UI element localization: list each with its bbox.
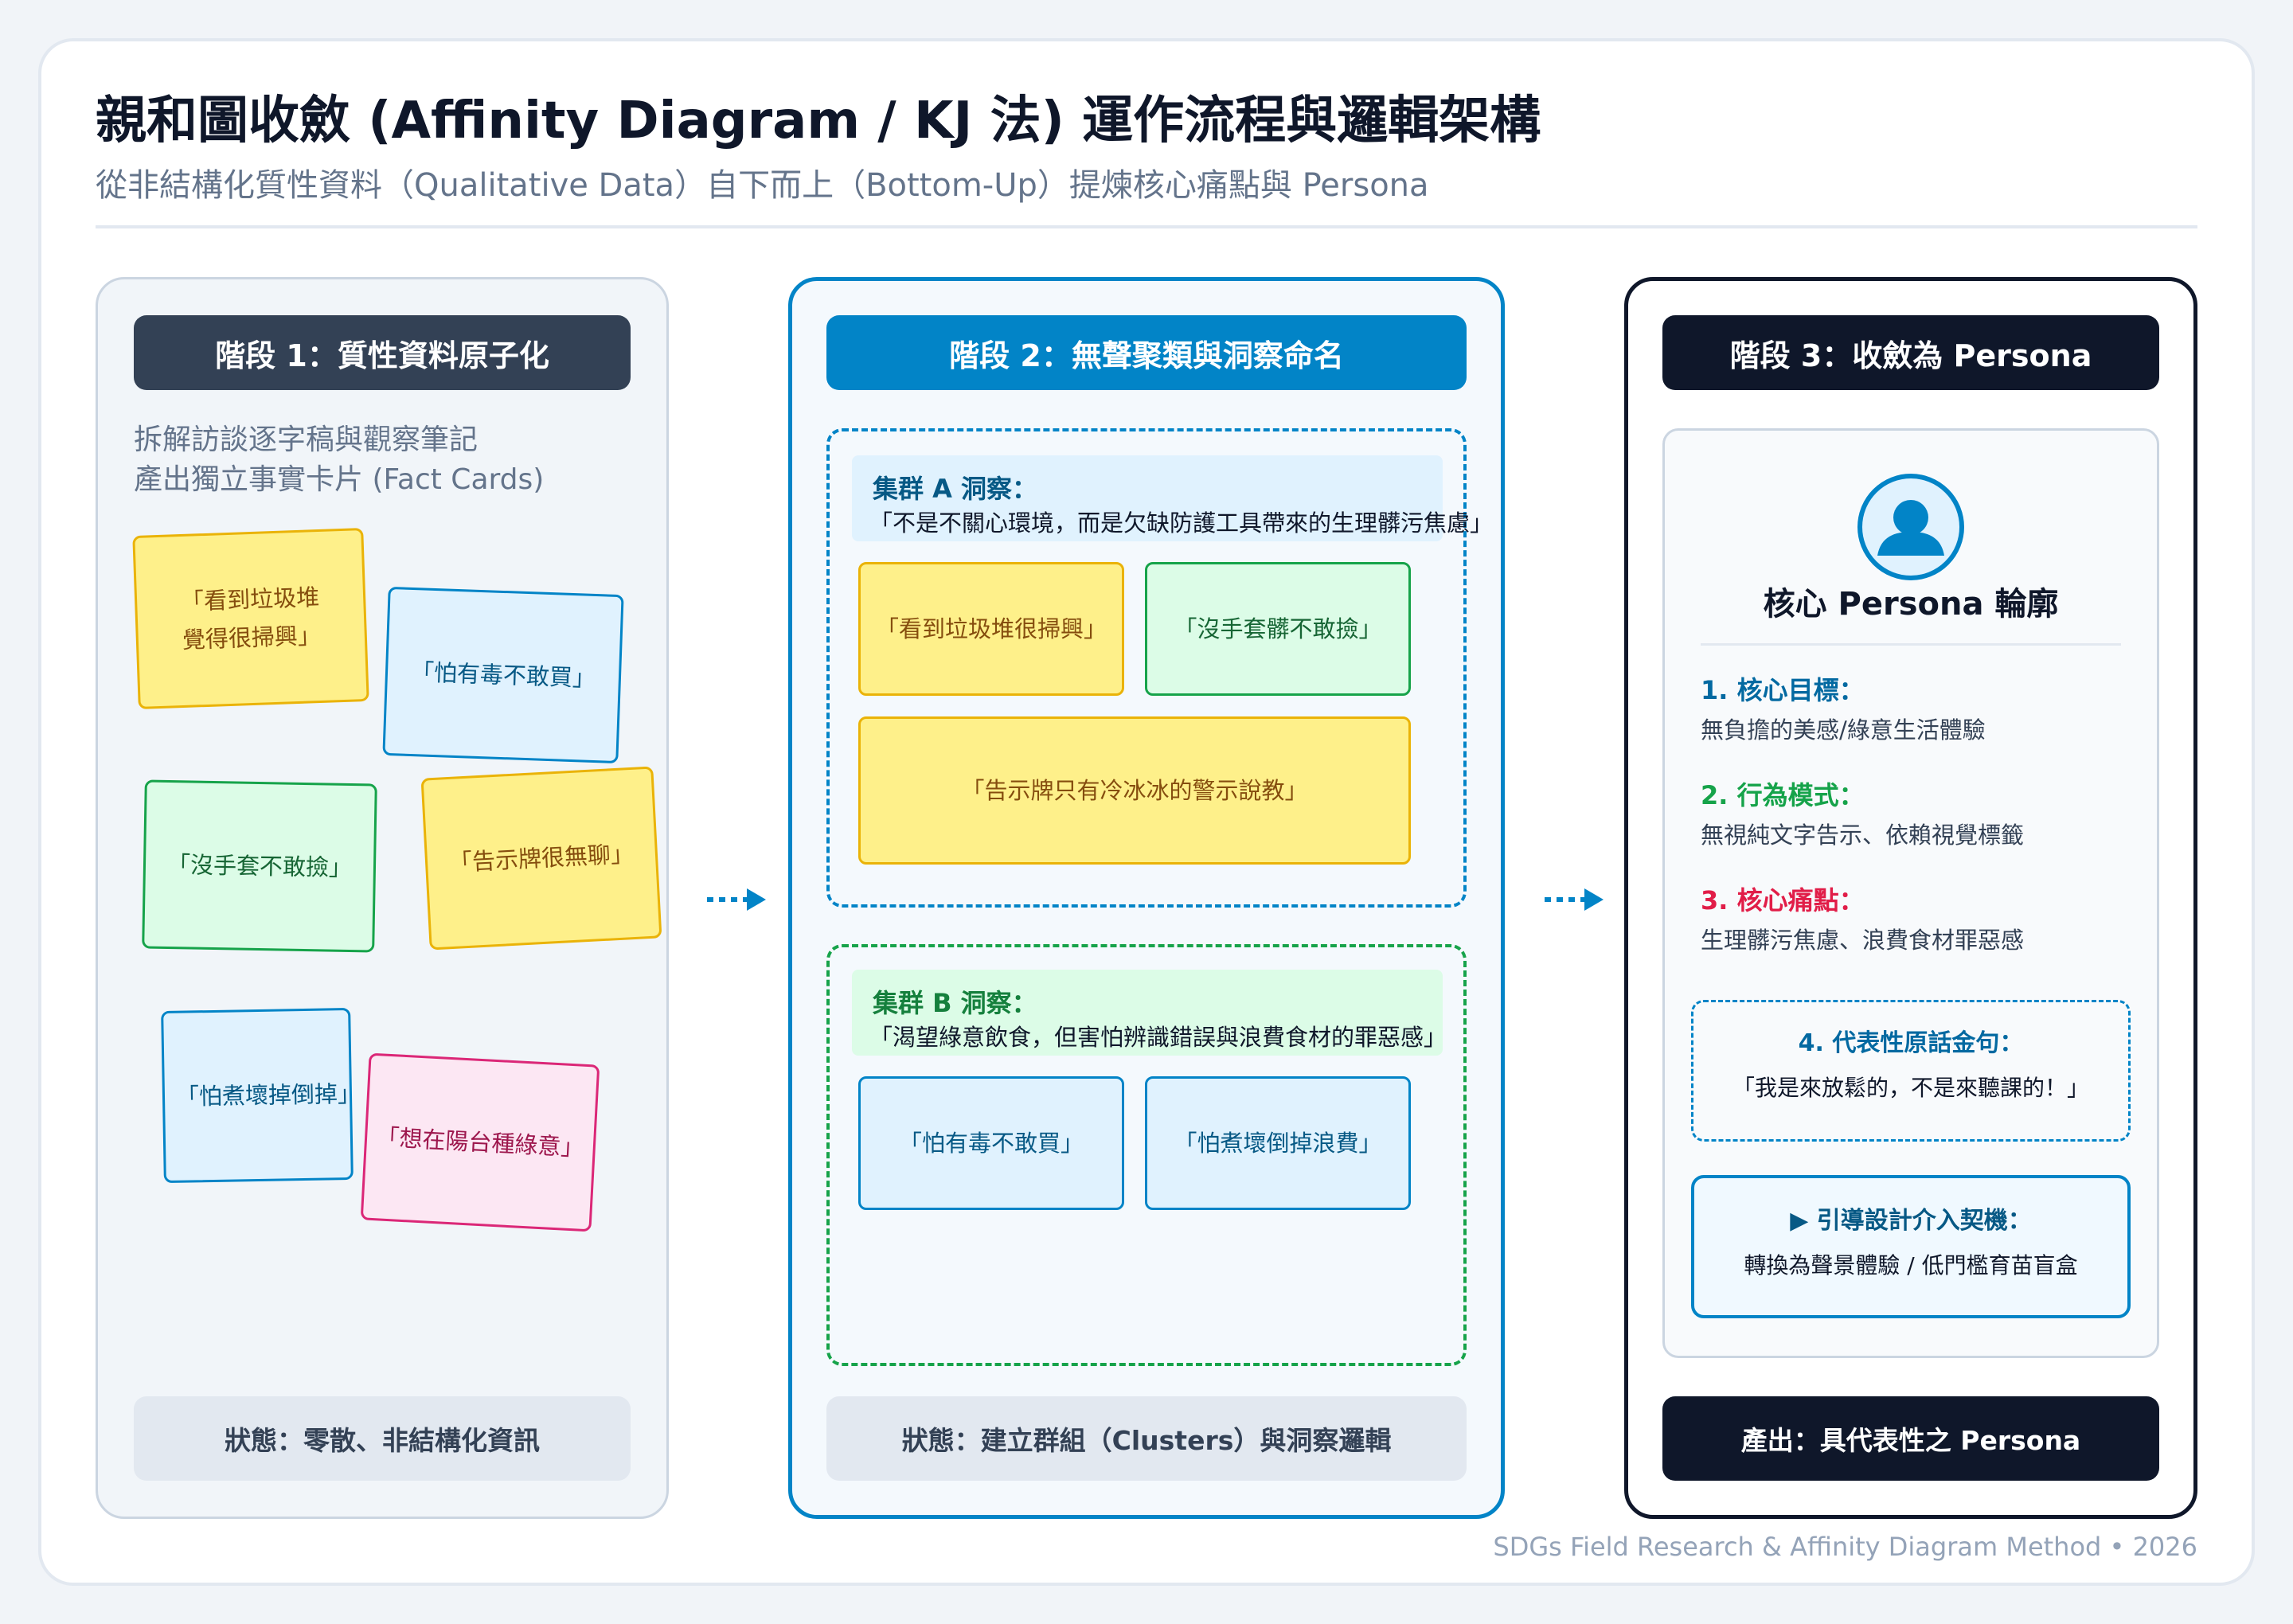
user-icon: [1857, 474, 1964, 580]
stage1-desc-line1: 拆解訪談逐字稿與觀察筆記: [134, 424, 479, 456]
cluster-a-quote: 「不是不關心環境，而是欠缺防護工具帶來的生理髒污焦慮」: [869, 509, 1494, 537]
arrow-right-icon: [1545, 888, 1604, 911]
stage1-header: 階段 1：質性資料原子化: [134, 315, 631, 390]
credit-line: SDGs Field Research & Affinity Diagram M…: [1493, 1532, 2197, 1562]
fact-card: 「沒手套不敢撿」: [142, 779, 377, 953]
stage1-description: 拆解訪談逐字稿與觀察筆記 產出獨立事實卡片 (Fact Cards): [134, 420, 544, 500]
stage3-header: 階段 3：收斂為 Persona: [1662, 315, 2159, 390]
arrow-right-icon: [707, 888, 766, 911]
fact-card: 「告示牌很無聊」: [420, 766, 662, 951]
goal-title: 1. 核心目標：: [1701, 675, 1865, 705]
representative-quote-box: 4. 代表性原話金句： 「我是來放鬆的，不是來聽課的！」: [1691, 1000, 2131, 1142]
cluster-b-quote: 「渴望綠意飲食，但害怕辨識錯誤與浪費食材的罪惡感」: [869, 1024, 1447, 1051]
title-divider: [96, 225, 2197, 228]
opportunity-title: ▶ 引導設計介入契機：: [1790, 1207, 2032, 1235]
quote-value: 「我是來放鬆的，不是來聽課的！」: [1732, 1075, 2089, 1101]
fact-card: 「看到垃圾堆 覺得很掃興」: [132, 528, 369, 709]
fact-card-line: 「看到垃圾堆: [180, 583, 320, 616]
pain-title: 3. 核心痛點：: [1701, 885, 1865, 915]
cluster-b-name: 集群 B 洞察：: [873, 988, 1037, 1018]
fact-card: 「怕煮壞掉倒掉」: [161, 1007, 361, 1184]
stage1-desc-line2: 產出獨立事實卡片 (Fact Cards): [134, 463, 545, 496]
design-opportunity-box: ▶ 引導設計介入契機： 轉換為聲景體驗 / 低門檻育苗盲盒: [1691, 1175, 2131, 1318]
goal-value: 無負擔的美感/綠意生活體驗: [1701, 716, 1986, 744]
stage2-header: 階段 2：無聲聚類與洞察命名: [826, 315, 1467, 390]
stage3-output: 產出：具代表性之 Persona: [1662, 1396, 2159, 1481]
opportunity-value: 轉換為聲景體驗 / 低門檻育苗盲盒: [1744, 1252, 2078, 1279]
cluster-a: [826, 428, 1467, 908]
stage2-status: 狀態：建立群組（Clusters）與洞察邏輯: [826, 1396, 1467, 1481]
fact-card: 「告示牌只有冷冰冰的警示說教」: [858, 716, 1411, 865]
cluster-a-name: 集群 A 洞察：: [873, 474, 1038, 504]
pain-value: 生理髒污焦慮、浪費食材罪惡感: [1701, 927, 2025, 954]
page-subtitle: 從非結構化質性資料（Qualitative Data）自下而上（Bottom-U…: [96, 167, 1429, 204]
stage1-status: 狀態：零散、非結構化資訊: [134, 1396, 631, 1481]
page-title: 親和圖收斂 (Affinity Diagram / KJ 法) 運作流程與邏輯架…: [96, 92, 1541, 150]
fact-card: 「看到垃圾堆很掃興」: [858, 562, 1124, 696]
quote-title: 4. 代表性原話金句：: [1798, 1029, 2024, 1057]
behavior-title: 2. 行為模式：: [1701, 780, 1865, 810]
persona-title: 核心 Persona 輪廓: [1763, 586, 2059, 623]
fact-card: 「怕煮壞倒掉浪費」: [1145, 1076, 1411, 1210]
fact-card-line: 覺得很掃興」: [182, 621, 322, 654]
persona-divider: [1701, 643, 2121, 646]
behavior-value: 無視純文字告示、依賴視覺標籤: [1701, 822, 2025, 849]
fact-card: 「怕有毒不敢買」: [382, 586, 624, 764]
cluster-a-insight: 集群 A 洞察： 「不是不關心環境，而是欠缺防護工具帶來的生理髒污焦慮」: [852, 455, 1494, 541]
cluster-b: [826, 944, 1467, 1366]
cluster-b-insight: 集群 B 洞察： 「渴望綠意飲食，但害怕辨識錯誤與浪費食材的罪惡感」: [852, 970, 1447, 1056]
fact-card: 「怕有毒不敢買」: [858, 1076, 1124, 1210]
fact-card: 「沒手套髒不敢撿」: [1145, 562, 1411, 696]
fact-card: 「想在陽台種綠意」: [360, 1052, 600, 1232]
